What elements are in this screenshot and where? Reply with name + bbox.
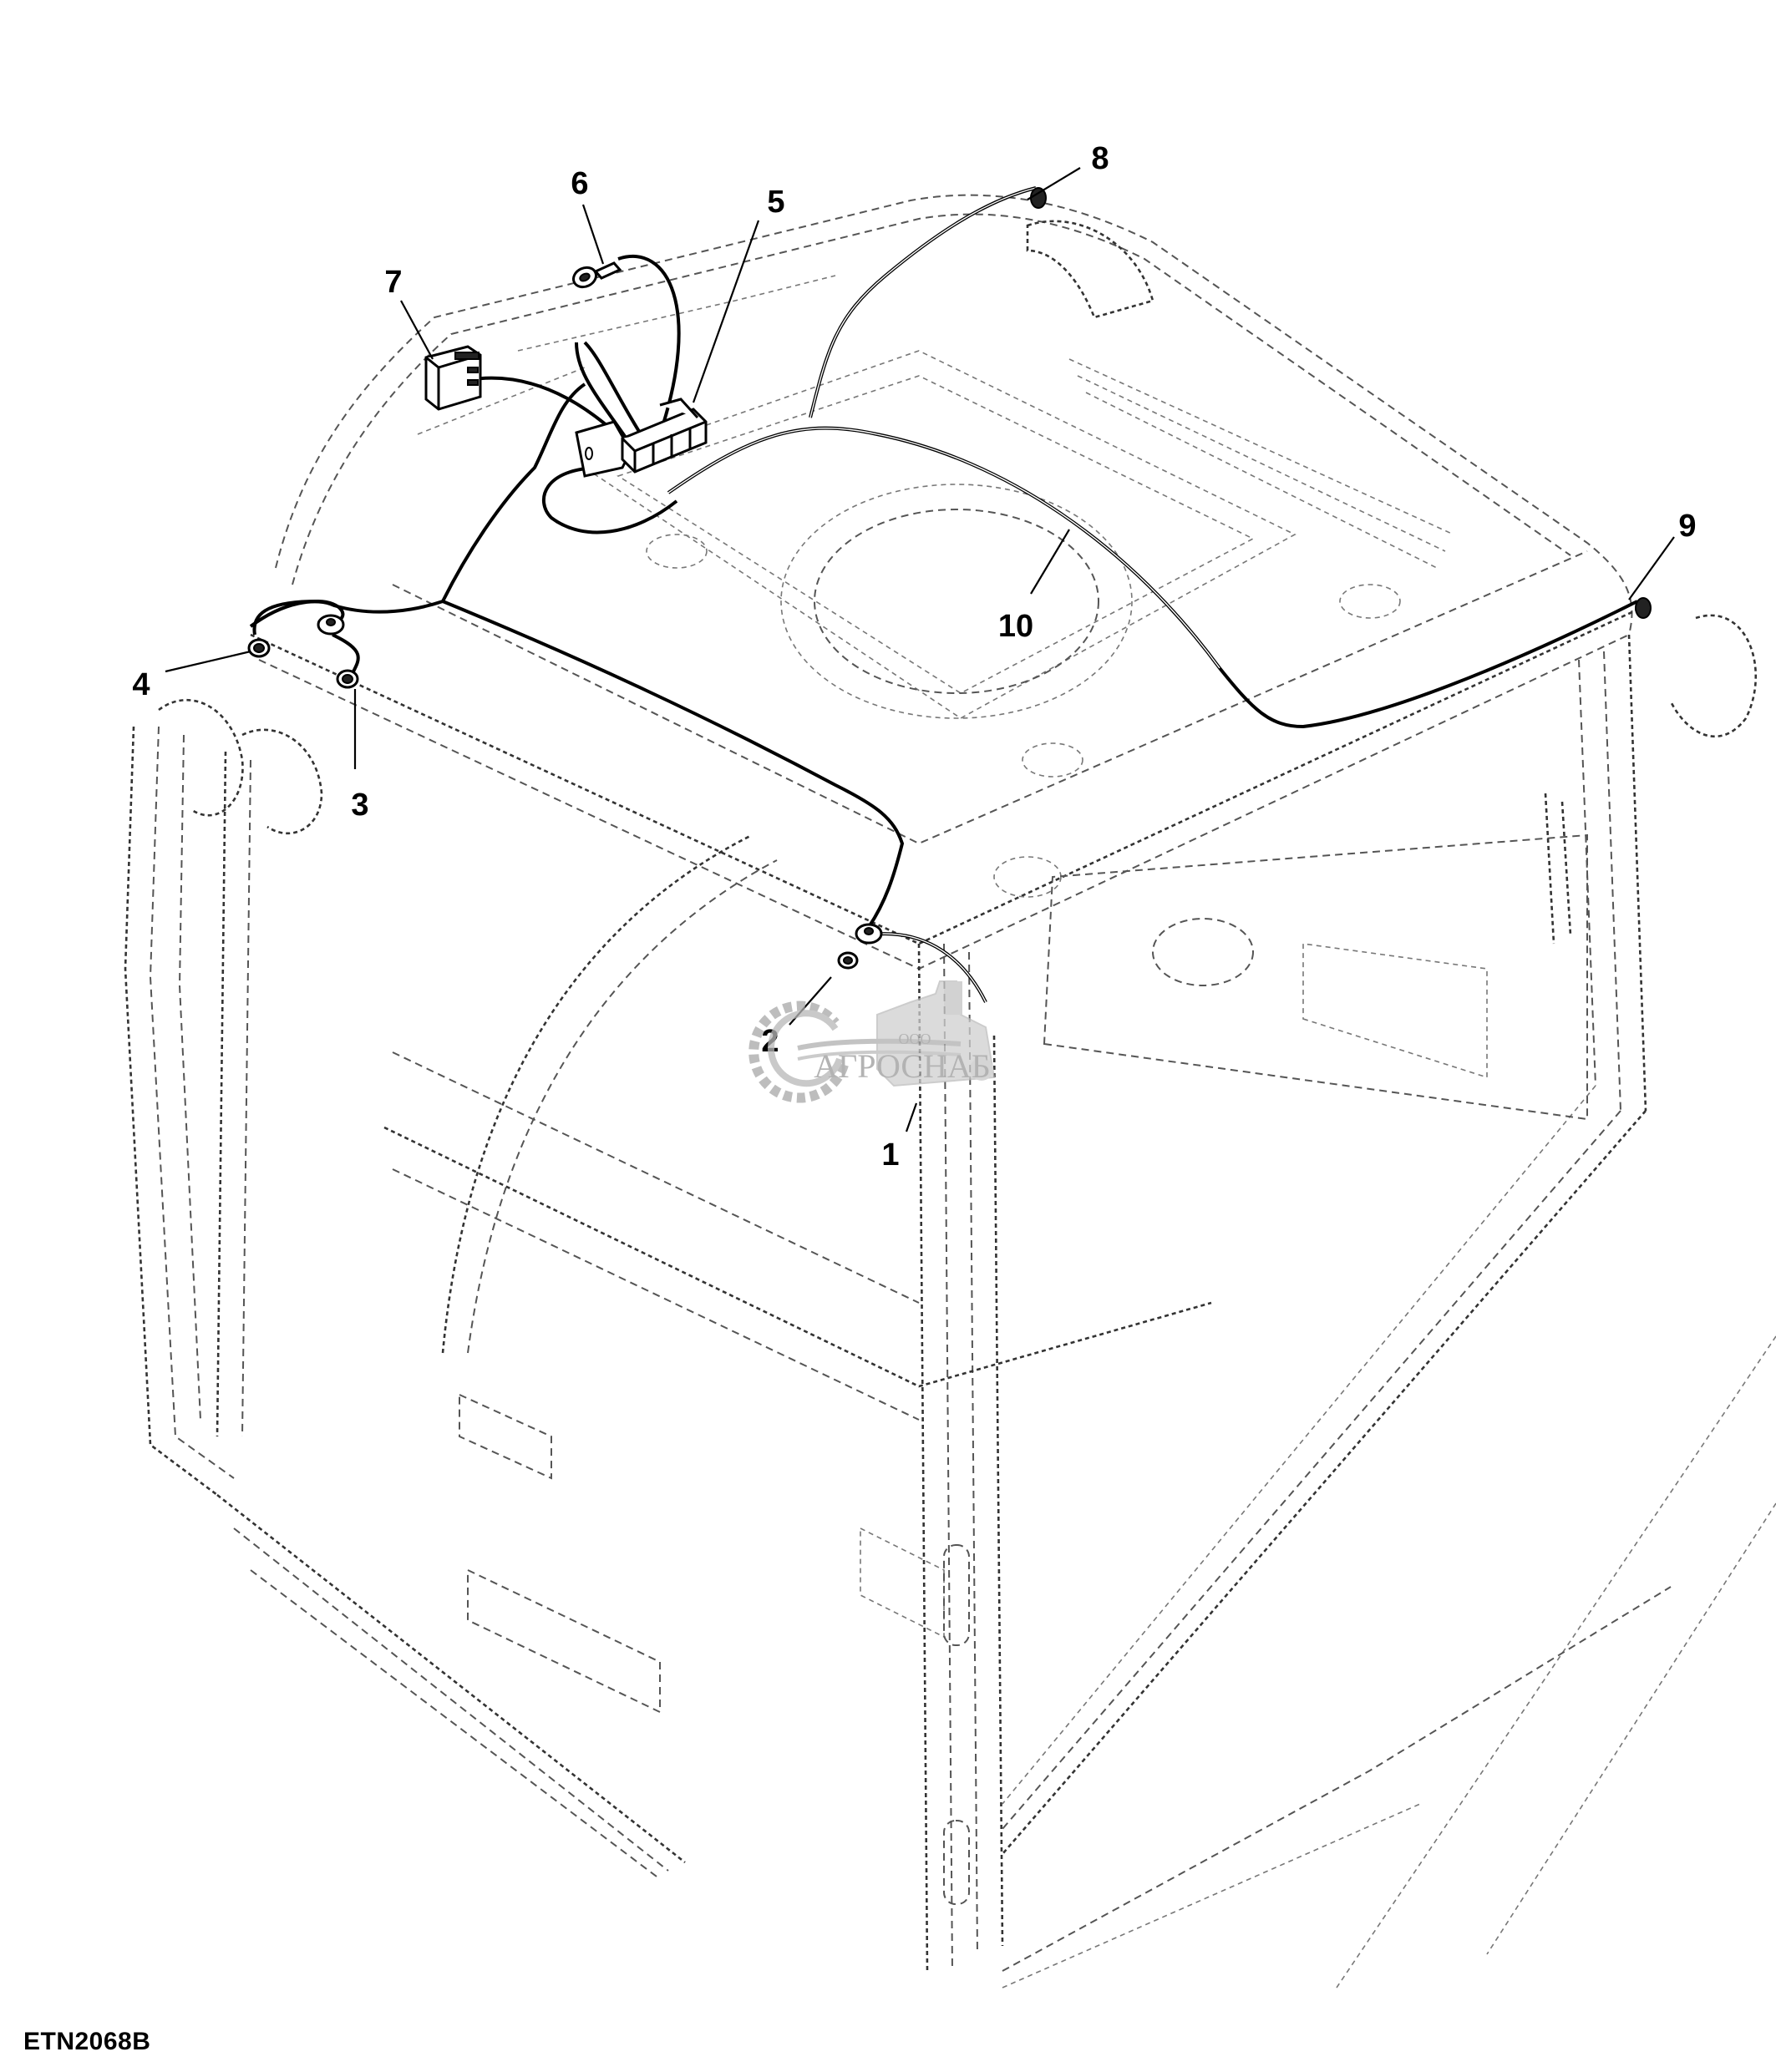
cab-structure-outline	[124, 194, 1776, 1988]
callout-4: 4	[132, 667, 150, 702]
leader-10	[1030, 529, 1070, 595]
wiring-harness	[249, 186, 1638, 1003]
leader-8	[1027, 167, 1081, 200]
leader-6	[581, 204, 605, 265]
watermark-name: АГРОСНАБ	[814, 1047, 991, 1085]
leader-9	[1628, 536, 1675, 600]
callout-10: 10	[998, 609, 1033, 644]
leader-7	[400, 300, 434, 360]
combine-harvester-icon	[876, 980, 996, 1087]
part-4-light-connector[interactable]	[247, 638, 271, 658]
callout-8: 8	[1091, 141, 1109, 176]
leader-5	[692, 220, 760, 403]
callout-6: 6	[571, 166, 588, 201]
callout-9: 9	[1678, 509, 1696, 544]
part-2-light-connector[interactable]	[837, 923, 883, 970]
part-3-light-connector[interactable]	[336, 669, 359, 689]
callout-5: 5	[767, 185, 784, 220]
harness-grommet-left	[317, 614, 345, 636]
leader-lines	[165, 167, 1675, 1132]
part-6-ring-terminal[interactable]	[571, 261, 622, 291]
callout-3: 3	[351, 788, 368, 823]
gear-icon	[748, 1001, 849, 1103]
callout-7: 7	[384, 265, 402, 300]
watermark-prefix: ООО	[899, 1031, 931, 1047]
leader-1	[905, 1102, 918, 1132]
watermark-logo: ООО АГРОСНАБ	[748, 980, 996, 1103]
leader-4	[165, 650, 251, 673]
callout-numbers: 1 2 3 4 5 6 7 8 9 10	[132, 141, 1696, 1173]
part-5-relay-block[interactable]	[575, 398, 708, 478]
callout-1: 1	[881, 1137, 899, 1173]
figure-id: ETN2068B	[23, 2028, 151, 2055]
part-9-light-connector[interactable]	[1635, 597, 1652, 619]
part-7-connector[interactable]	[424, 345, 482, 411]
